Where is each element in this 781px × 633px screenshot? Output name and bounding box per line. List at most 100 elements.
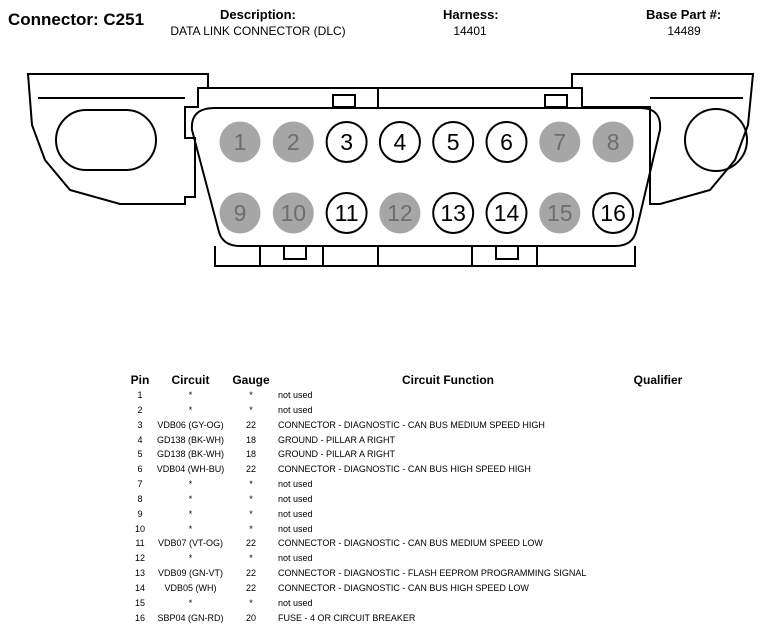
cell-pin: 2: [137, 404, 143, 415]
cell-circuit: VDB09 (GN-VT): [157, 568, 223, 579]
cell-pin: 13: [134, 568, 145, 579]
pin-number-label: 2: [287, 129, 300, 155]
cell-pin: 14: [134, 582, 145, 593]
cell-qualifier: [618, 418, 698, 433]
cell-circuit: VDB07 (VT-OG): [157, 538, 223, 549]
col-header-gauge: Gauge: [232, 373, 270, 387]
cell-circuit: VDB05 (WH): [164, 582, 217, 593]
pin-12: 12: [379, 192, 421, 234]
cell-pin: 16: [134, 612, 145, 623]
pin-housing: [190, 107, 662, 247]
base-part-value: 14489: [667, 24, 701, 38]
cell-function: not used: [278, 390, 313, 400]
pin-circle: [378, 121, 421, 163]
cell-function: GROUND - PILLAR A RIGHT: [278, 449, 396, 460]
pin-16: 16: [592, 192, 635, 234]
cell-function: not used: [278, 404, 313, 415]
cell-gauge: *: [249, 479, 253, 490]
pin-11: 11: [325, 192, 368, 234]
cell-function: not used: [278, 523, 313, 534]
cell-qualifier: [618, 447, 698, 462]
pin-number-label: 4: [394, 129, 407, 155]
pin-8: 8: [592, 121, 634, 163]
cell-circuit: *: [188, 523, 193, 534]
table-row: 3 VDB06 (GY-OG) 22 CONNECTOR - DIAGNOSTIC -…: [126, 418, 698, 433]
cell-pin: 9: [137, 508, 143, 519]
cell-qualifier: [618, 581, 698, 596]
pin-circle: [325, 192, 368, 234]
pin-number-label: 15: [547, 200, 573, 226]
cell-circuit: *: [188, 597, 193, 608]
cell-gauge: 18: [245, 449, 256, 460]
cell-circuit: VDB06 (GY-OG): [157, 419, 224, 430]
cell-gauge: *: [249, 390, 253, 400]
cell-pin: 4: [137, 434, 143, 445]
harness-value: 14401: [453, 24, 487, 38]
cell-gauge: *: [249, 597, 253, 608]
cell-gauge: *: [249, 404, 253, 415]
pin-circle: [592, 121, 634, 163]
pin-number-label: 8: [607, 129, 620, 155]
top-latch-right: [544, 94, 568, 108]
cell-gauge: *: [249, 493, 253, 504]
cell-qualifier: [618, 462, 698, 477]
cell-circuit: SBP04 (GN-RD): [157, 612, 224, 623]
cell-qualifier: [618, 403, 698, 418]
pin-15: 15: [539, 192, 581, 234]
pin-number-label: 5: [447, 129, 460, 155]
cell-pin: 8: [137, 493, 143, 504]
table-row: 12**not used: [126, 551, 698, 566]
cell-gauge: 22: [245, 582, 256, 593]
pin-9: 9: [219, 192, 261, 234]
cell-circuit: VDB04 (WH-BU): [156, 464, 225, 475]
col-header-function: Circuit Function: [402, 373, 494, 387]
pin-1: 1: [219, 121, 261, 163]
pin-circle: [539, 121, 581, 163]
pin-circle: [379, 192, 421, 234]
pin-3: 3: [325, 121, 368, 163]
pin-circle: [272, 192, 314, 234]
pin-2: 2: [272, 121, 314, 163]
pin-circle: [485, 192, 528, 234]
cell-pin: 3: [137, 419, 143, 430]
cell-gauge: 22: [245, 419, 256, 430]
harness-label: Harness:: [443, 7, 499, 22]
pin-circle: [592, 192, 635, 234]
cell-qualifier: [618, 507, 698, 522]
col-header-circuit: Circuit: [171, 373, 210, 387]
left-mounting-ear: [26, 73, 209, 205]
cell-qualifier: [618, 551, 698, 566]
right-mounting-ear: [571, 73, 755, 205]
cell-function: CONNECTOR - DIAGNOSTIC - CAN BUS MEDIUM …: [278, 419, 545, 430]
pin-circle: [432, 121, 475, 163]
cell-function: not used: [278, 597, 313, 608]
cell-gauge: 22: [245, 538, 256, 549]
cell-gauge: *: [249, 523, 253, 534]
pin-number-label: 3: [340, 129, 353, 155]
cell-function: CONNECTOR - DIAGNOSTIC - FLASH EEPROM PR…: [278, 568, 587, 579]
cell-qualifier: [618, 611, 698, 626]
description-label: Description:: [220, 7, 296, 22]
bottom-latch-right: [495, 245, 519, 260]
pin-circle: [272, 121, 314, 163]
pin-circle: [539, 192, 581, 234]
cell-circuit: *: [188, 493, 193, 504]
cell-qualifier: [618, 522, 698, 537]
cell-pin: 11: [135, 538, 145, 549]
cell-circuit: *: [188, 508, 193, 519]
cell-circuit: GD138 (BK-WH): [156, 434, 224, 445]
cell-pin: 7: [137, 479, 143, 490]
pin-10: 10: [272, 192, 314, 234]
pin-circle: [219, 192, 261, 234]
table-row: 1**not used: [126, 388, 698, 403]
pin-table: Pin Circuit Gauge Circuit Function Quali…: [126, 372, 698, 626]
cell-circuit: *: [188, 479, 193, 490]
